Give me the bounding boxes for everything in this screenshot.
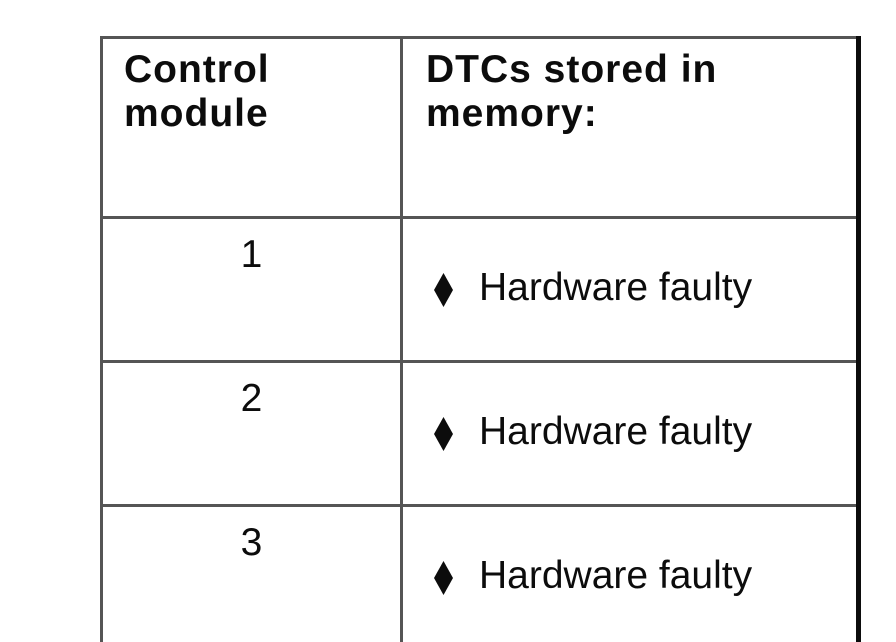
control-module-number: 2 — [100, 360, 403, 507]
dtc-cell: Hardware faulty — [400, 504, 860, 642]
control-module-number: 3 — [100, 504, 403, 642]
dtc-text: Hardware faulty — [479, 265, 753, 309]
dtc-cell: Hardware faulty — [400, 216, 860, 363]
dtc-list-item: Hardware faulty — [434, 553, 855, 600]
table-row: 2 Hardware faulty — [100, 360, 860, 507]
table-header-row: Control module DTCs stored in memory: — [100, 36, 860, 219]
column-header-dtcs-stored: DTCs stored in memory: — [400, 36, 860, 219]
dtc-table: Control module DTCs stored in memory: 1 … — [100, 36, 861, 642]
table-row: 3 Hardware faulty — [100, 504, 860, 642]
dtc-list-item: Hardware faulty — [434, 409, 855, 456]
control-module-number: 1 — [100, 216, 403, 363]
dtc-text: Hardware faulty — [479, 409, 753, 453]
diamond-bullet-icon — [434, 272, 453, 307]
dtc-text: Hardware faulty — [479, 553, 753, 597]
dtc-cell: Hardware faulty — [400, 360, 860, 507]
table-row: 1 Hardware faulty — [100, 216, 860, 363]
diamond-bullet-icon — [434, 560, 453, 595]
diamond-bullet-icon — [434, 416, 453, 451]
dtc-list-item: Hardware faulty — [434, 265, 855, 312]
column-header-control-module: Control module — [100, 36, 403, 219]
